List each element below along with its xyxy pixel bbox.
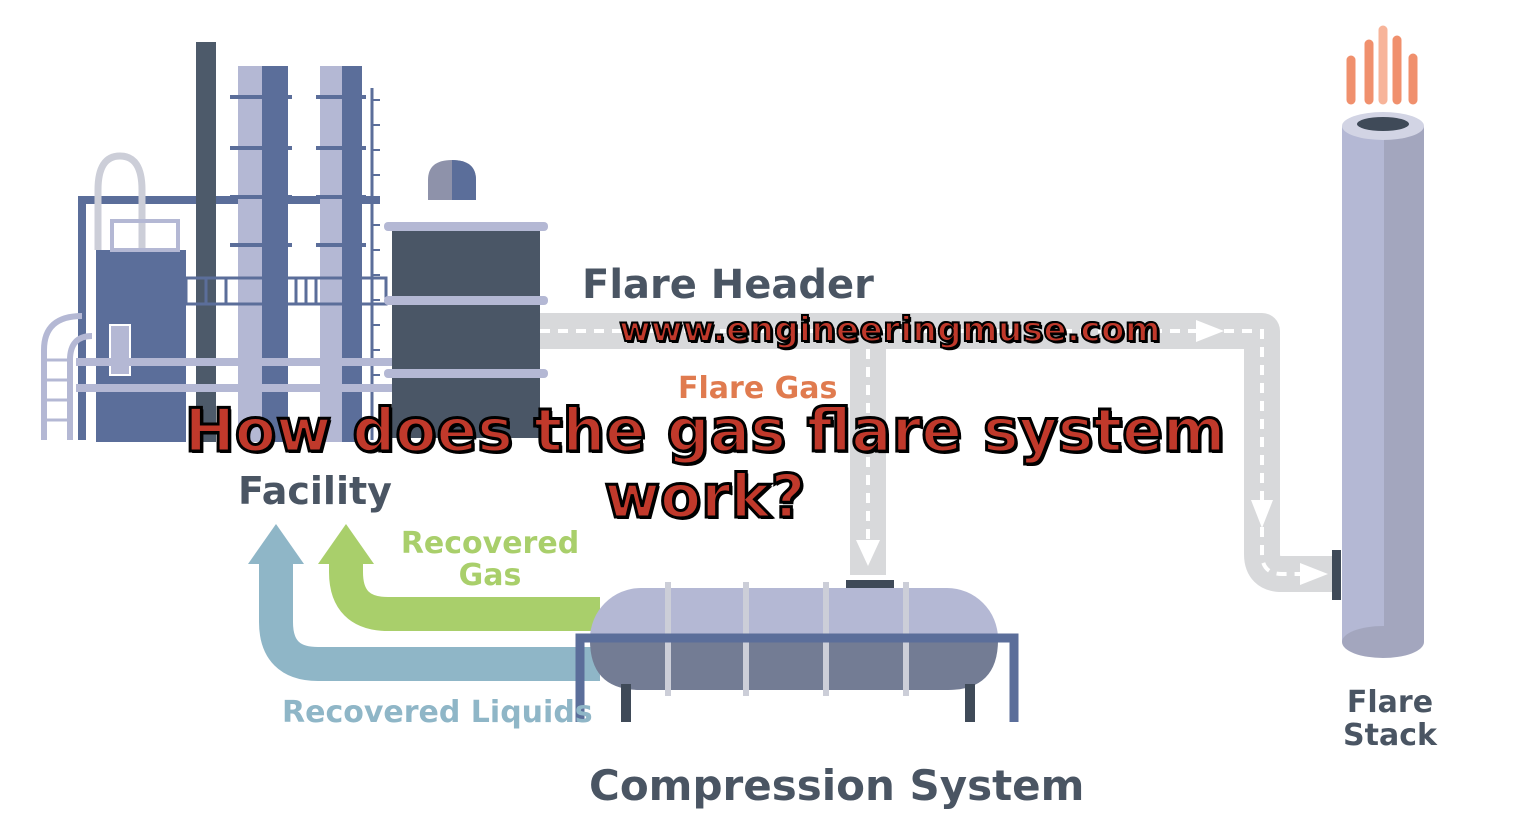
knockout-drum bbox=[392, 226, 540, 438]
flow-arrow-right bbox=[1196, 320, 1224, 342]
recovered-gas-arrow bbox=[329, 560, 600, 631]
headline-line-1: How does the gas flare system bbox=[183, 396, 1227, 466]
stair-rail bbox=[41, 313, 83, 440]
flare-stack-illustration bbox=[1342, 25, 1424, 658]
flare-header-label: Flare Header bbox=[582, 262, 874, 308]
flare-header-pipe bbox=[540, 313, 1341, 600]
flare-gas-label: Flare Gas bbox=[678, 371, 837, 406]
facility-label: Facility bbox=[238, 469, 392, 513]
website-watermark: www.engineeringmuse.com bbox=[618, 309, 1161, 351]
flow-arrow-to-compressor bbox=[856, 540, 880, 566]
facility-illustration bbox=[41, 42, 548, 442]
column-crossbars bbox=[230, 95, 366, 247]
recovered-liquids-arrow bbox=[259, 560, 600, 681]
building-window bbox=[109, 324, 131, 376]
stack-opening bbox=[1357, 117, 1409, 131]
flare-stack-label-line1: Flare bbox=[1347, 685, 1433, 720]
flame-icon bbox=[1346, 25, 1418, 105]
flow-arrow-to-stack bbox=[1300, 563, 1328, 585]
recovered-liquids-label: Recovered Liquids bbox=[282, 695, 593, 730]
headline-line-2: work? bbox=[603, 462, 807, 532]
side-ladder bbox=[372, 99, 380, 376]
facility-chimney bbox=[196, 42, 216, 442]
compressor-stand bbox=[575, 633, 1019, 722]
compression-system-label: Compression System bbox=[589, 761, 1084, 810]
recovered-gas-label-line2: Gas bbox=[459, 558, 522, 593]
flow-arrow-down bbox=[1251, 500, 1273, 528]
compression-system-illustration bbox=[575, 582, 1019, 722]
recovered-gas-label-line1: Recovered bbox=[401, 526, 579, 561]
headline: How does the gas flare system work? bbox=[150, 396, 1260, 532]
flare-stack-label-line2: Stack bbox=[1343, 718, 1438, 753]
building-hoop bbox=[94, 152, 146, 250]
